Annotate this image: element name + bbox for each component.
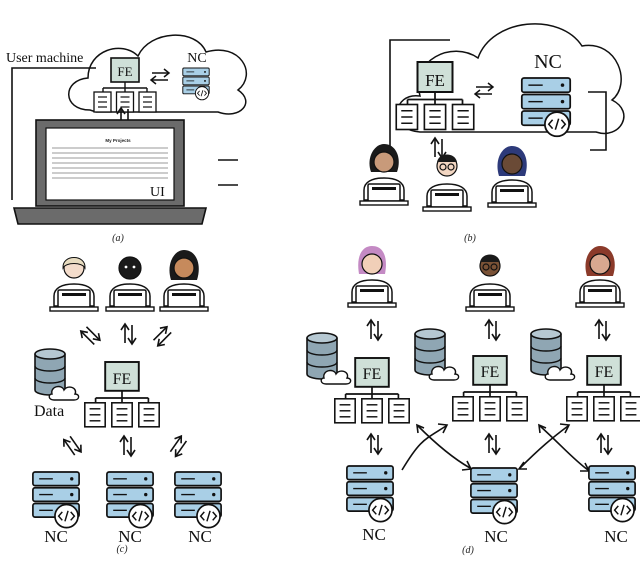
- database-icon: [34, 348, 80, 401]
- nc-label: NC: [362, 525, 386, 544]
- data-label: Data: [34, 403, 64, 420]
- nc-server-icon: [588, 465, 636, 523]
- nc-label: NC: [484, 527, 508, 546]
- user-avatar: [487, 146, 537, 208]
- user-avatar: [159, 250, 209, 312]
- user-avatar: [575, 246, 625, 308]
- up-down-arrows-icon: [119, 435, 136, 457]
- up-down-arrows-icon: [596, 433, 613, 455]
- caption-d: (d): [462, 545, 474, 556]
- nc-server-icon: [174, 471, 222, 529]
- nc-label: NC: [44, 527, 68, 546]
- panel-d: FE FE FE NC NC NC (d): [306, 246, 640, 556]
- caption-a: (a): [112, 233, 124, 244]
- fe-label: FE: [113, 371, 132, 388]
- up-down-arrows-icon: [120, 323, 137, 345]
- user-avatar: [422, 154, 472, 212]
- screen-title: My Projects: [105, 138, 131, 143]
- up-down-arrows-icon: [366, 433, 383, 455]
- user-avatar: [347, 246, 397, 308]
- up-down-arrows-icon: [59, 432, 86, 460]
- ui-label: UI: [150, 185, 165, 200]
- database-icon: [414, 328, 460, 381]
- up-down-arrows-icon: [77, 322, 104, 349]
- up-down-arrows-icon: [594, 319, 611, 341]
- user-avatar: [105, 256, 155, 312]
- nc-server-icon: [470, 467, 518, 525]
- panel-b: FE NC (b): [359, 23, 625, 244]
- nc-label: NC: [188, 527, 212, 546]
- fe-label: FE: [481, 364, 500, 381]
- nc-server-icon: [32, 471, 80, 529]
- up-down-arrows-icon: [484, 433, 501, 455]
- fe-label: FE: [117, 64, 132, 79]
- up-down-arrows-icon: [165, 432, 192, 460]
- fe-label: FE: [595, 364, 614, 381]
- panel-c: Data FE NC NC NC (c): [32, 250, 222, 555]
- up-down-arrows-icon: [366, 319, 383, 341]
- fe-label: FE: [425, 71, 445, 90]
- nc-label: NC: [604, 527, 628, 546]
- database-icon: [306, 332, 352, 385]
- nc-label: NC: [187, 51, 206, 66]
- nc-server-icon: [346, 465, 394, 523]
- database-icon: [530, 328, 576, 381]
- laptop-icon: My Projects: [12, 119, 208, 225]
- caption-c: (c): [116, 544, 128, 555]
- user-avatar: [49, 257, 99, 312]
- up-down-arrows-icon: [484, 319, 501, 341]
- user-avatar: [465, 254, 515, 312]
- user-machine-label: User machine: [6, 51, 83, 66]
- fe-label: FE: [363, 366, 382, 383]
- caption-b: (b): [464, 233, 476, 244]
- nc-label: NC: [118, 527, 142, 546]
- cross-connection-arrows: [401, 423, 591, 472]
- nc-label: NC: [534, 51, 562, 73]
- user-avatar: [359, 144, 409, 206]
- panel-a: User machine FE NC My Projects UI (a: [6, 34, 248, 244]
- up-down-arrows-icon: [149, 323, 176, 350]
- nc-server-icon: [106, 471, 154, 529]
